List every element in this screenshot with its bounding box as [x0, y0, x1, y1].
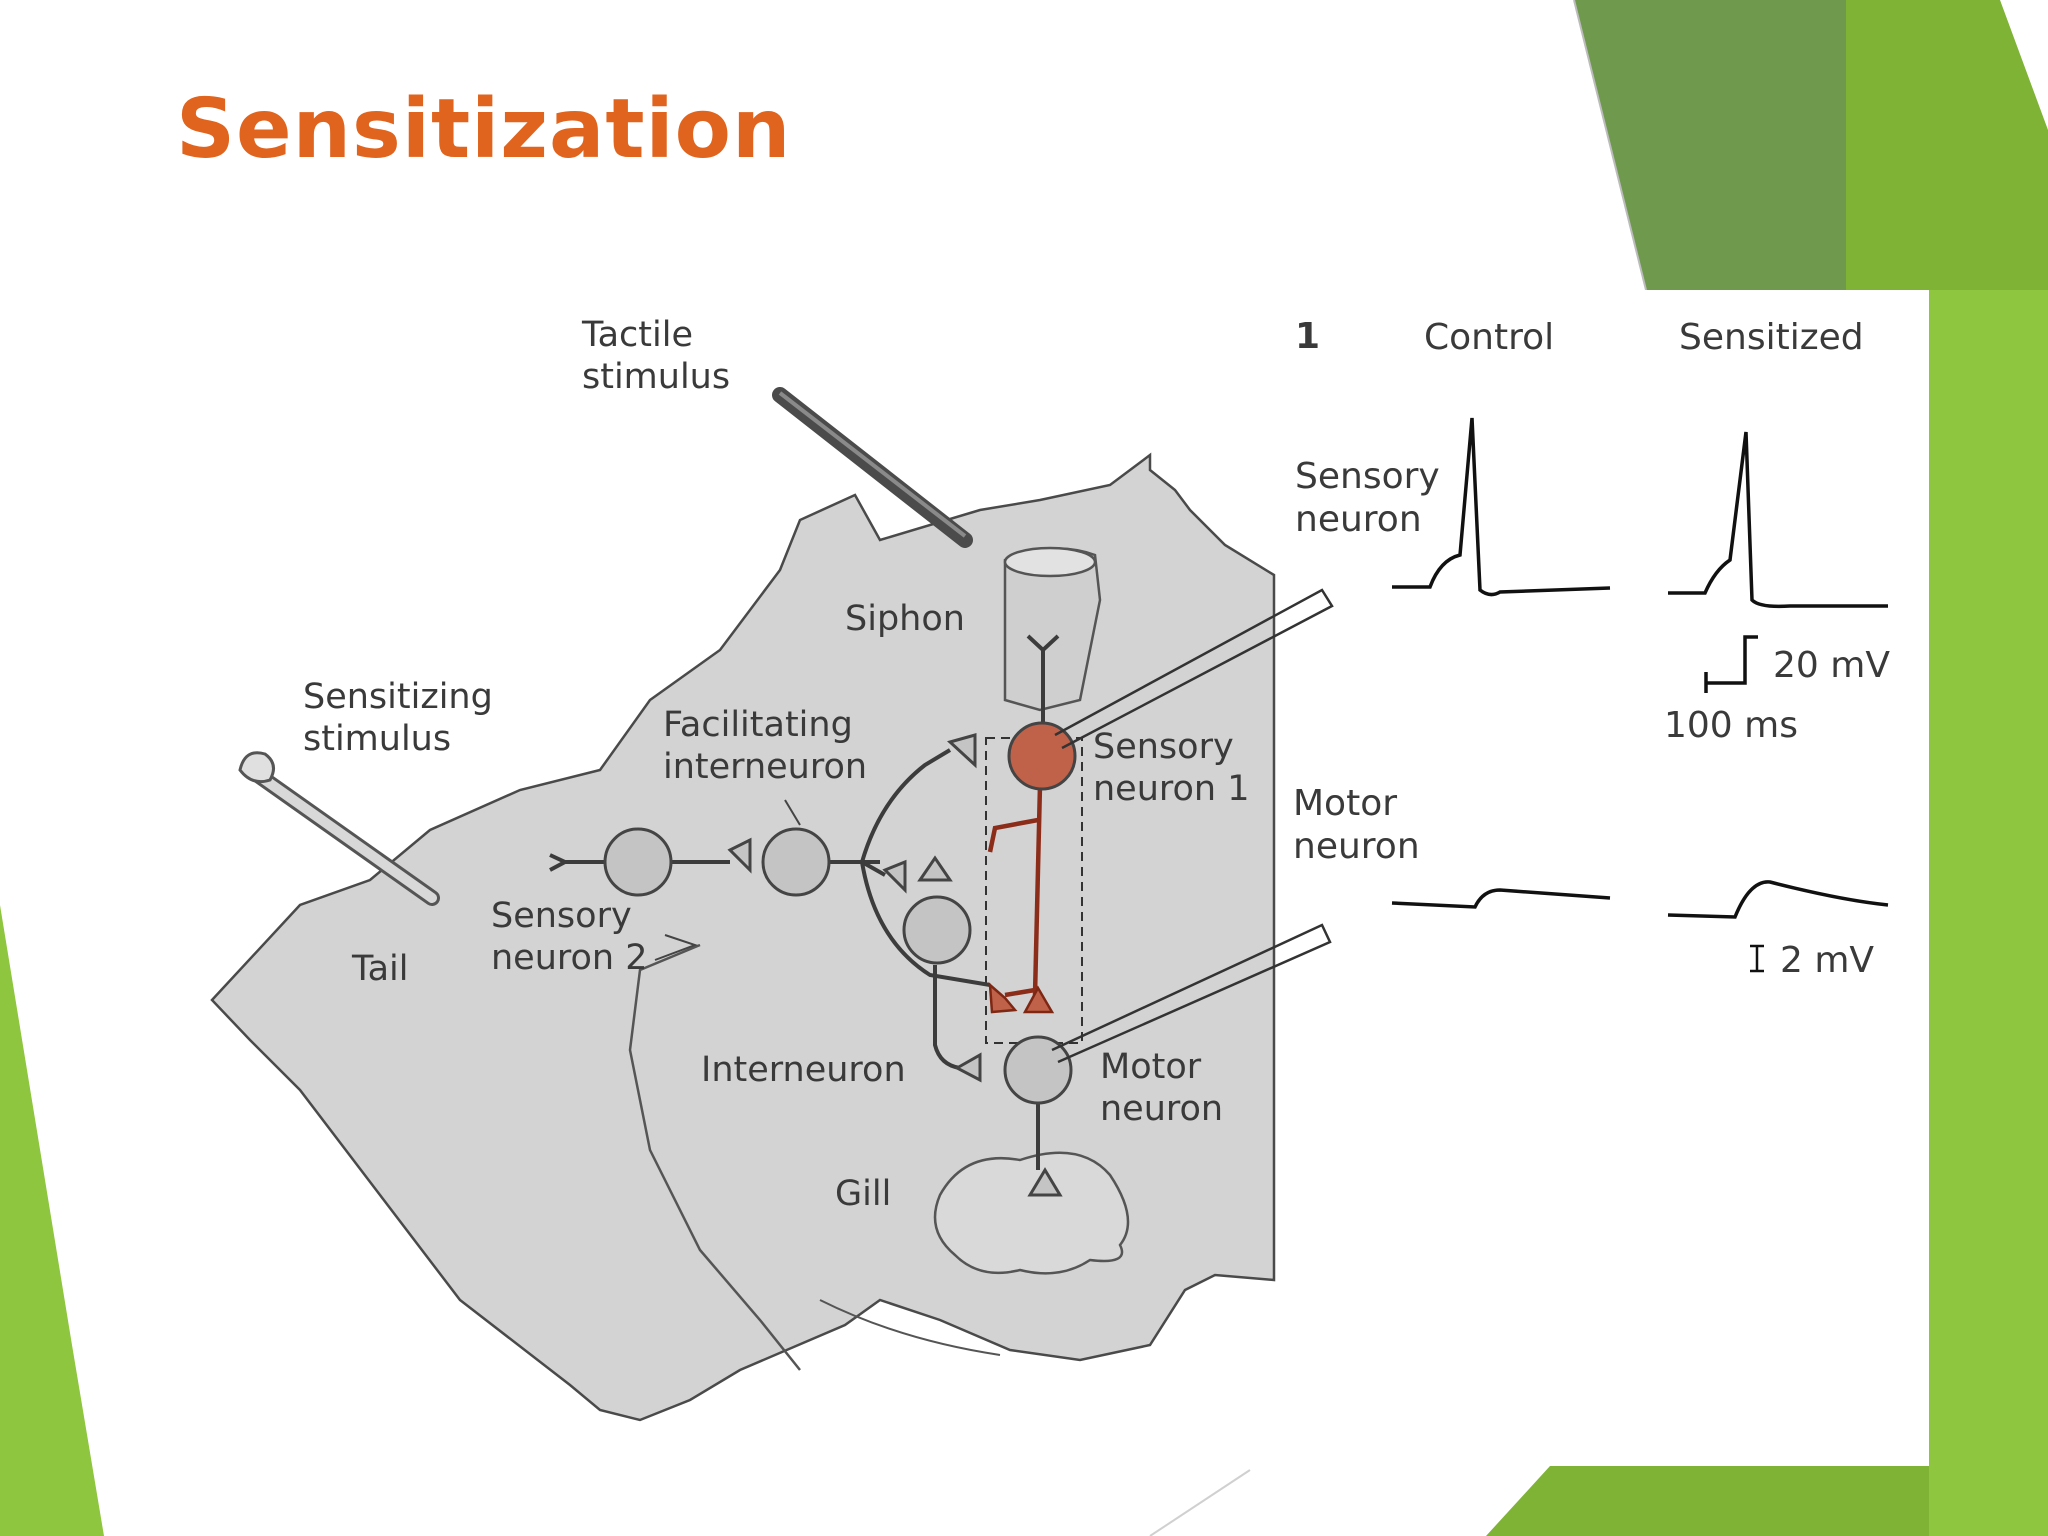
label-facilitating-2: interneuron — [663, 747, 867, 787]
siphon-opening — [1003, 546, 1097, 578]
traces — [1391, 417, 1889, 973]
sensory-ending-top — [1026, 634, 1060, 653]
sensory2-pointer — [654, 934, 698, 961]
recording-labels: 1 Control Sensitized Sensory neuron Moto… — [1293, 316, 1890, 981]
green-band-dark — [1574, 0, 1846, 290]
label-sensory-neuron-1-2: neuron 1 — [1093, 769, 1250, 809]
electrode-motor — [1051, 923, 1332, 1064]
tactile-probe-highlight — [778, 391, 967, 538]
row-sensory-neuron: Sensory — [1295, 456, 1440, 497]
label-interneuron: Interneuron — [701, 1050, 906, 1090]
motor-neuron-soma — [1003, 1035, 1073, 1105]
figure-labels: Tactile stimulus Siphon Sensitizing stim… — [303, 315, 1250, 1214]
trace-motor-sensitized — [1667, 880, 1889, 919]
label-sensory-neuron-2-2: neuron 2 — [491, 938, 648, 978]
label-gill: Gill — [835, 1174, 891, 1214]
label-sensory-neuron-2: Sensory — [491, 896, 632, 936]
electrode-sensory — [1054, 588, 1334, 750]
facilitating-branch-mid — [861, 860, 886, 877]
slide-title: Sensitization — [176, 82, 792, 177]
column-sensitized: Sensitized — [1679, 317, 1864, 358]
scale-20mv: 20 mV — [1773, 645, 1890, 686]
sensory-neuron-1-soma — [1007, 721, 1077, 791]
column-control: Control — [1424, 317, 1554, 358]
trace-sensory-sensitized — [1668, 431, 1888, 609]
scale-bar-2mv — [1750, 944, 1764, 973]
sensory-neuron-2-soma — [603, 827, 673, 897]
gill — [933, 1151, 1130, 1275]
green-corner-bottom — [1486, 1466, 1929, 1536]
decorative-line — [1573, 0, 1647, 291]
row-motor-neuron: Motor — [1293, 783, 1397, 824]
trace-sensory-control — [1392, 417, 1611, 597]
label-sensitizing: Sensitizing — [303, 677, 493, 717]
body-ridge — [819, 1299, 1001, 1356]
body-inner-fold — [628, 943, 801, 1371]
label-motor-neuron: Motor — [1100, 1047, 1202, 1087]
label-sensitizing-2: stimulus — [303, 719, 451, 759]
green-band-light — [1929, 290, 2048, 1536]
label-tactile-2: stimulus — [582, 357, 730, 397]
label-motor-neuron-2: neuron — [1100, 1089, 1223, 1129]
highlighted-terminals — [988, 982, 1055, 1014]
interneuron-soma — [902, 895, 972, 965]
scale-100ms: 100 ms — [1664, 705, 1798, 746]
facilitating-branch-down — [860, 861, 991, 987]
recording-electrodes — [1051, 588, 1334, 1064]
panel-number: 1 — [1295, 316, 1320, 357]
sensitizing-probe-inner — [253, 770, 437, 903]
green-triangle-left — [0, 905, 104, 1536]
scale-2mv: 2 mV — [1780, 940, 1874, 981]
row-sensory-neuron-2: neuron — [1295, 499, 1422, 540]
trace-motor-control — [1391, 888, 1611, 909]
label-siphon: Siphon — [845, 599, 965, 639]
facilitating-interneuron-soma — [761, 827, 831, 897]
facilitating-branch-up — [860, 748, 952, 863]
row-motor-neuron-2: neuron — [1293, 826, 1420, 867]
figure-panel — [1272, 290, 1929, 1466]
scale-bar-20mv-100ms — [1706, 635, 1758, 685]
label-sensory-neuron-1: Sensory — [1093, 727, 1234, 767]
decorative-line-bottom — [1149, 1469, 1251, 1536]
synaptic-terminals — [727, 733, 1063, 1197]
facilitating-pointer — [784, 799, 801, 826]
label-tactile: Tactile — [581, 315, 693, 355]
label-facilitating: Facilitating — [663, 705, 853, 745]
sensory1-axon — [987, 784, 1043, 998]
sensitizing-electrode-head — [238, 751, 276, 784]
animal-body — [210, 452, 1276, 1422]
label-tail: Tail — [351, 949, 408, 989]
green-band-mid — [1846, 0, 2048, 290]
